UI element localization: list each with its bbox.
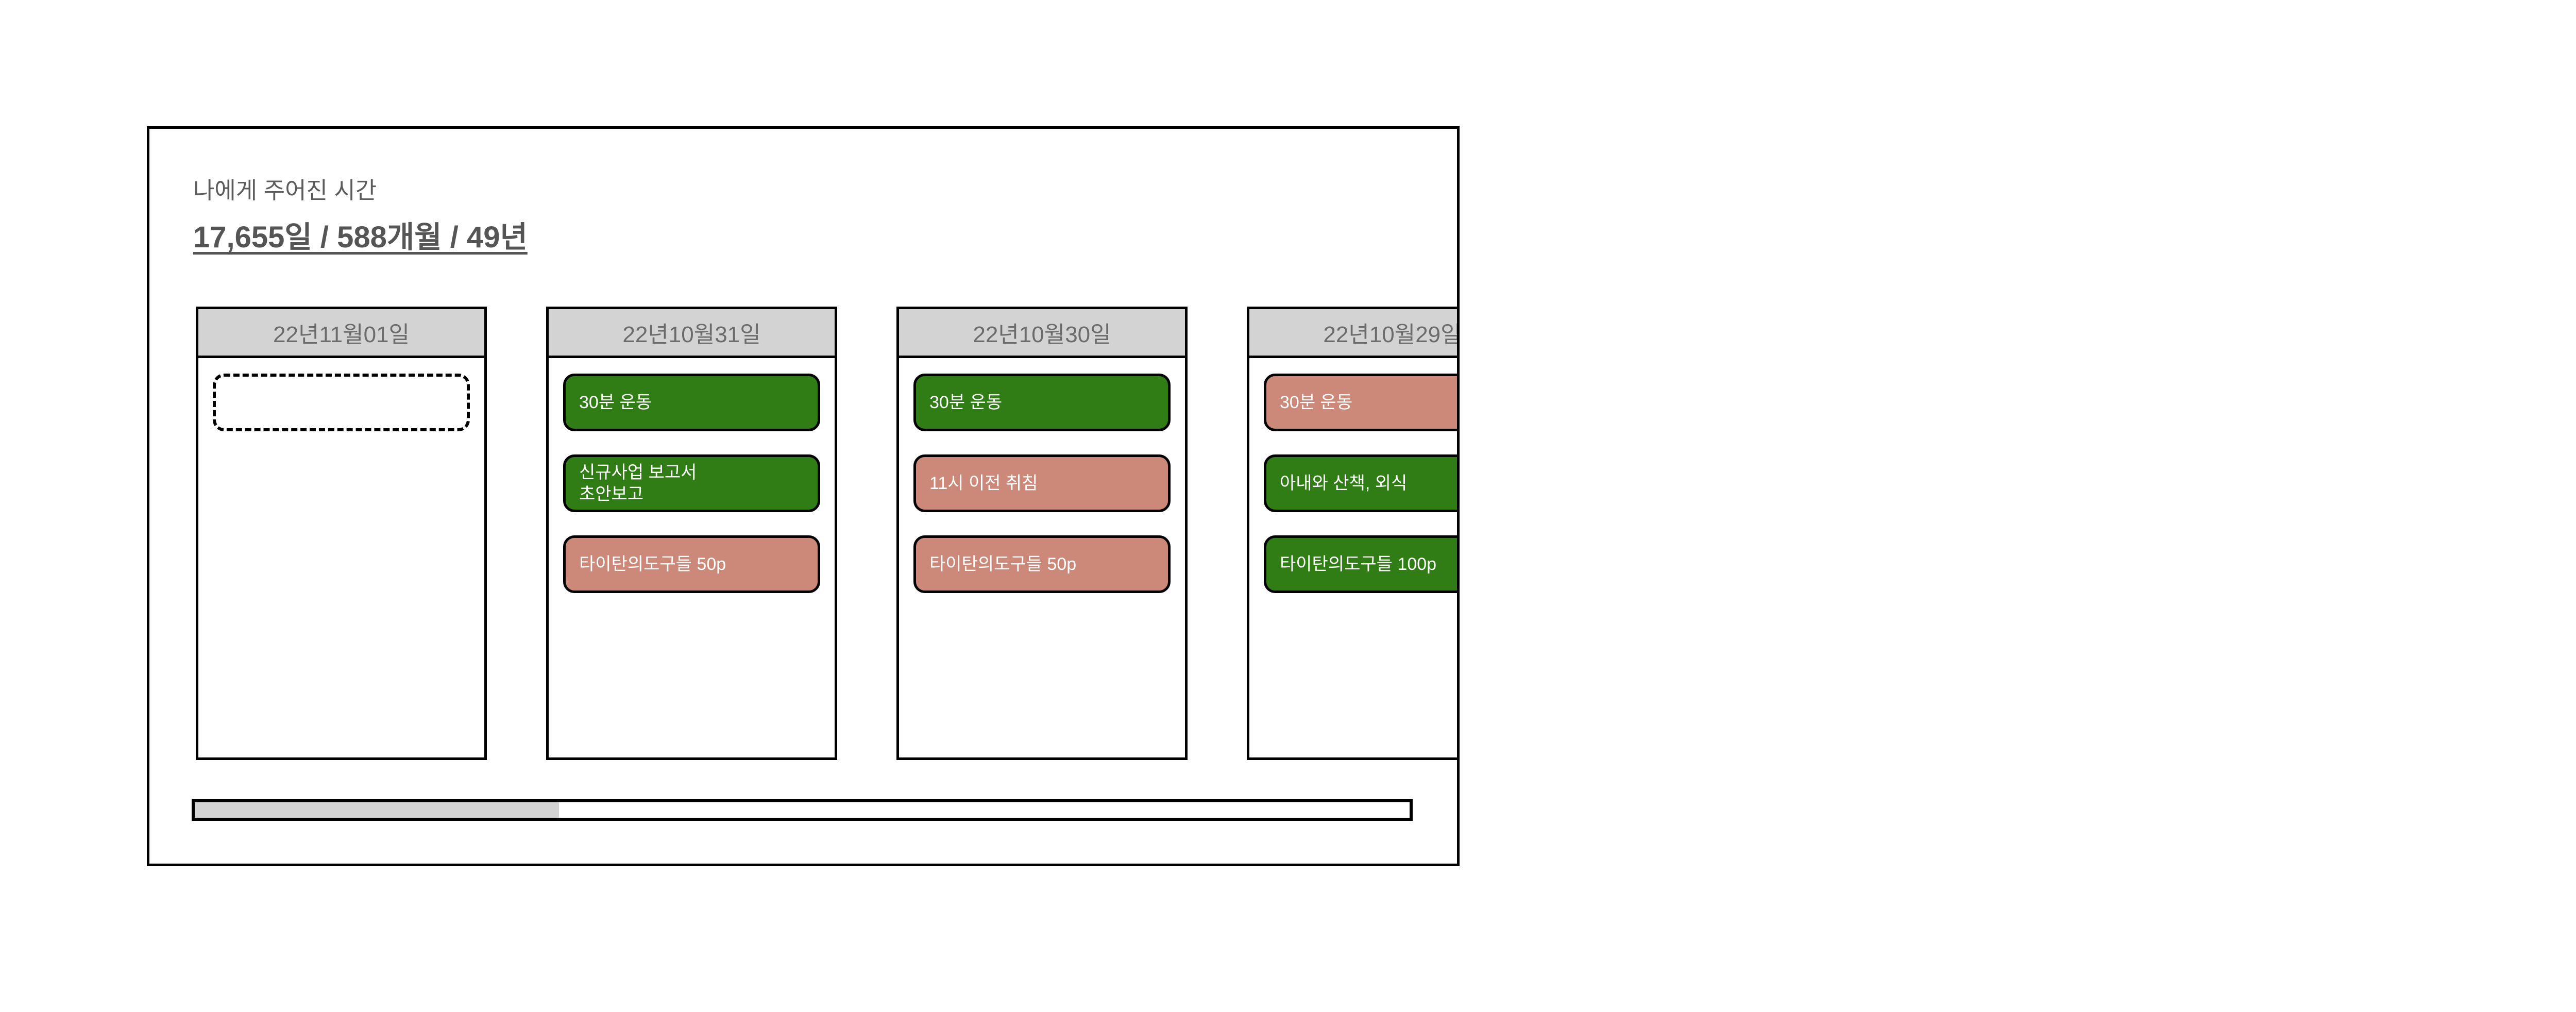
add-habit-placeholder[interactable]	[213, 374, 470, 431]
habit-card[interactable]: 30분 운동	[563, 374, 820, 431]
habit-card[interactable]: 타이탄의도구들 100p	[1264, 535, 1457, 593]
day-column-body	[198, 358, 484, 757]
habit-card[interactable]: 신규사업 보고서 초안보고	[563, 454, 820, 512]
habit-card[interactable]: 타이탄의도구들 50p	[563, 535, 820, 593]
day-column-date: 22년10월30일	[899, 309, 1185, 358]
habit-card[interactable]: 타이탄의도구들 50p	[913, 535, 1171, 593]
habit-card[interactable]: 30분 운동	[913, 374, 1171, 431]
habit-card[interactable]: 아내와 산책, 외식	[1264, 454, 1457, 512]
day-column-date: 22년10월31일	[549, 309, 835, 358]
habit-card[interactable]: 30분 운동	[1264, 374, 1457, 431]
habit-card[interactable]: 11시 이전 취침	[913, 454, 1171, 512]
horizontal-scrollbar[interactable]	[192, 799, 1413, 821]
day-column: 22년11월01일	[196, 307, 487, 760]
habit-tracker-window: 나에게 주어진 시간 17,655일 / 588개월 / 49년 22년11월0…	[147, 126, 1460, 866]
summary-value: 17,655일 / 588개월 / 49년	[193, 220, 528, 254]
summary-label: 나에게 주어진 시간	[193, 177, 377, 204]
summary-header: 나에게 주어진 시간 17,655일 / 588개월 / 49년	[193, 178, 528, 256]
day-column-date: 22년11월01일	[198, 309, 484, 358]
scrollbar-thumb[interactable]	[195, 802, 560, 818]
day-column-date: 22년10월29일	[1249, 309, 1457, 358]
